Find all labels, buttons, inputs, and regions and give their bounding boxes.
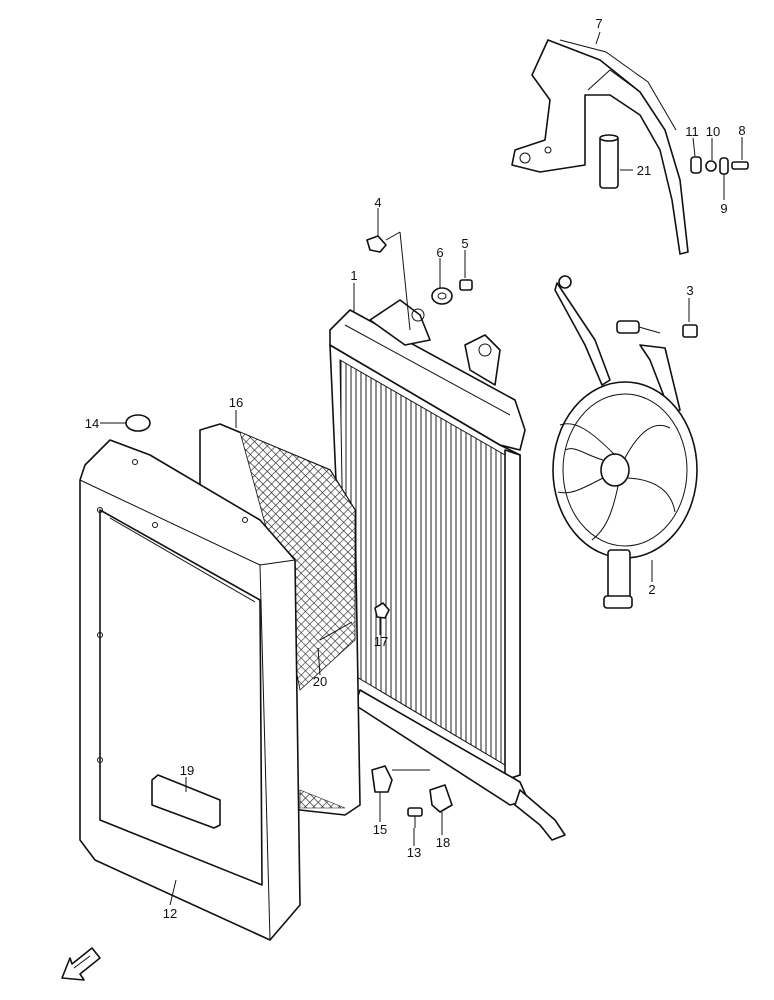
- cap-14: [125, 414, 151, 432]
- callout-20: 20: [313, 674, 327, 689]
- leader-lines: [100, 31, 743, 906]
- fan-shroud-bracket: [511, 39, 689, 255]
- rubber-grommet-21: [599, 134, 619, 189]
- callout-8: 8: [738, 123, 745, 138]
- emblem-plate-19: [151, 774, 221, 829]
- callout-numbers: 7 11 10 8 21 9 4 6 5 1 3 2 14 16 17 20 1…: [85, 16, 746, 921]
- front-direction-arrow-icon: [61, 947, 101, 981]
- callout-11: 11: [685, 124, 699, 139]
- callout-9: 9: [720, 201, 727, 216]
- bracket-fasteners-8-11: [690, 156, 749, 175]
- callout-7: 7: [595, 16, 602, 31]
- callout-18: 18: [436, 835, 450, 850]
- callout-14: 14: [85, 416, 99, 431]
- callout-21: 21: [637, 163, 651, 178]
- callout-17: 17: [374, 634, 388, 649]
- fan-bolts-3: [616, 320, 698, 338]
- callout-16: 16: [229, 395, 243, 410]
- callout-6: 6: [436, 245, 443, 260]
- radiator-cover-frame-12: [79, 439, 301, 941]
- radiator: [329, 299, 566, 841]
- callout-15: 15: [373, 822, 387, 837]
- callout-13: 13: [407, 845, 421, 860]
- callout-19: 19: [180, 763, 194, 778]
- callout-10: 10: [706, 124, 720, 139]
- callout-4: 4: [374, 195, 381, 210]
- callout-3: 3: [686, 283, 693, 298]
- callout-5: 5: [461, 236, 468, 251]
- callout-2: 2: [648, 582, 655, 597]
- callout-1: 1: [350, 268, 357, 283]
- cooling-fan-assembly: [552, 275, 698, 609]
- callout-12: 12: [163, 906, 177, 921]
